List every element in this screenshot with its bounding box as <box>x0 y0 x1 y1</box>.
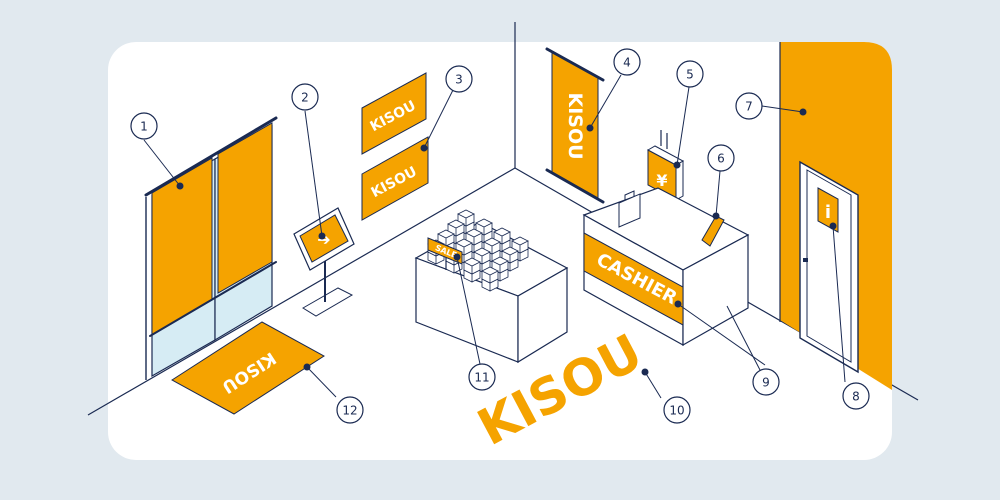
product-box <box>447 219 465 237</box>
callout-7: 7 <box>735 92 763 120</box>
svg-text:2: 2 <box>301 91 309 105</box>
callout-2: 2 <box>291 83 319 111</box>
product-box <box>437 229 455 247</box>
card-terminal <box>701 215 725 247</box>
callout-3: 3 <box>445 65 473 93</box>
product-box <box>475 218 493 236</box>
product-box <box>465 228 483 246</box>
svg-text:3: 3 <box>455 73 463 87</box>
callout-8: 8 <box>842 382 870 410</box>
directional-arrow: ➔ <box>317 230 330 249</box>
svg-text:7: 7 <box>745 100 753 114</box>
sale-tag: SALE <box>427 237 463 270</box>
product-box <box>457 209 475 227</box>
svg-text:8: 8 <box>852 390 860 404</box>
callout-1: 1 <box>130 112 158 140</box>
product-box <box>473 247 491 265</box>
door-banners <box>144 116 278 337</box>
svg-text:11: 11 <box>474 371 489 385</box>
callout-10: 10 <box>663 396 691 424</box>
price-tag-sign: ¥ <box>646 130 685 201</box>
product-box <box>491 256 509 274</box>
svg-text:1: 1 <box>140 120 148 134</box>
callout-4: 4 <box>613 48 641 76</box>
product-box <box>483 237 501 255</box>
door-handle <box>803 258 808 262</box>
register-bag <box>618 190 641 228</box>
product-box <box>511 236 529 254</box>
svg-text:6: 6 <box>717 152 725 166</box>
hanging-banner: KISOU <box>545 47 605 204</box>
svg-text:4: 4 <box>623 56 631 70</box>
svg-text:5: 5 <box>686 68 694 82</box>
svg-text:KISOU: KISOU <box>564 92 586 159</box>
floor-mat: KISOU <box>171 321 325 415</box>
info-sign: i <box>817 187 839 233</box>
callout-12: 12 <box>336 396 364 424</box>
cashier-sign <box>583 232 684 326</box>
callout-6: 6 <box>707 144 735 172</box>
product-box <box>463 257 481 275</box>
callout-5: 5 <box>676 60 704 88</box>
svg-text:9: 9 <box>762 376 770 390</box>
yen-icon: ¥ <box>656 171 667 190</box>
product-box <box>501 246 519 264</box>
svg-text:10: 10 <box>669 404 684 418</box>
callout-11: 11 <box>468 363 496 391</box>
callout-leaders <box>143 74 846 399</box>
svg-text:12: 12 <box>342 404 357 418</box>
callout-anchors <box>176 108 837 376</box>
callout-9: 9 <box>752 368 780 396</box>
info-sign-symbol: i <box>825 202 831 223</box>
product-box <box>493 227 511 245</box>
product-box <box>481 266 499 284</box>
